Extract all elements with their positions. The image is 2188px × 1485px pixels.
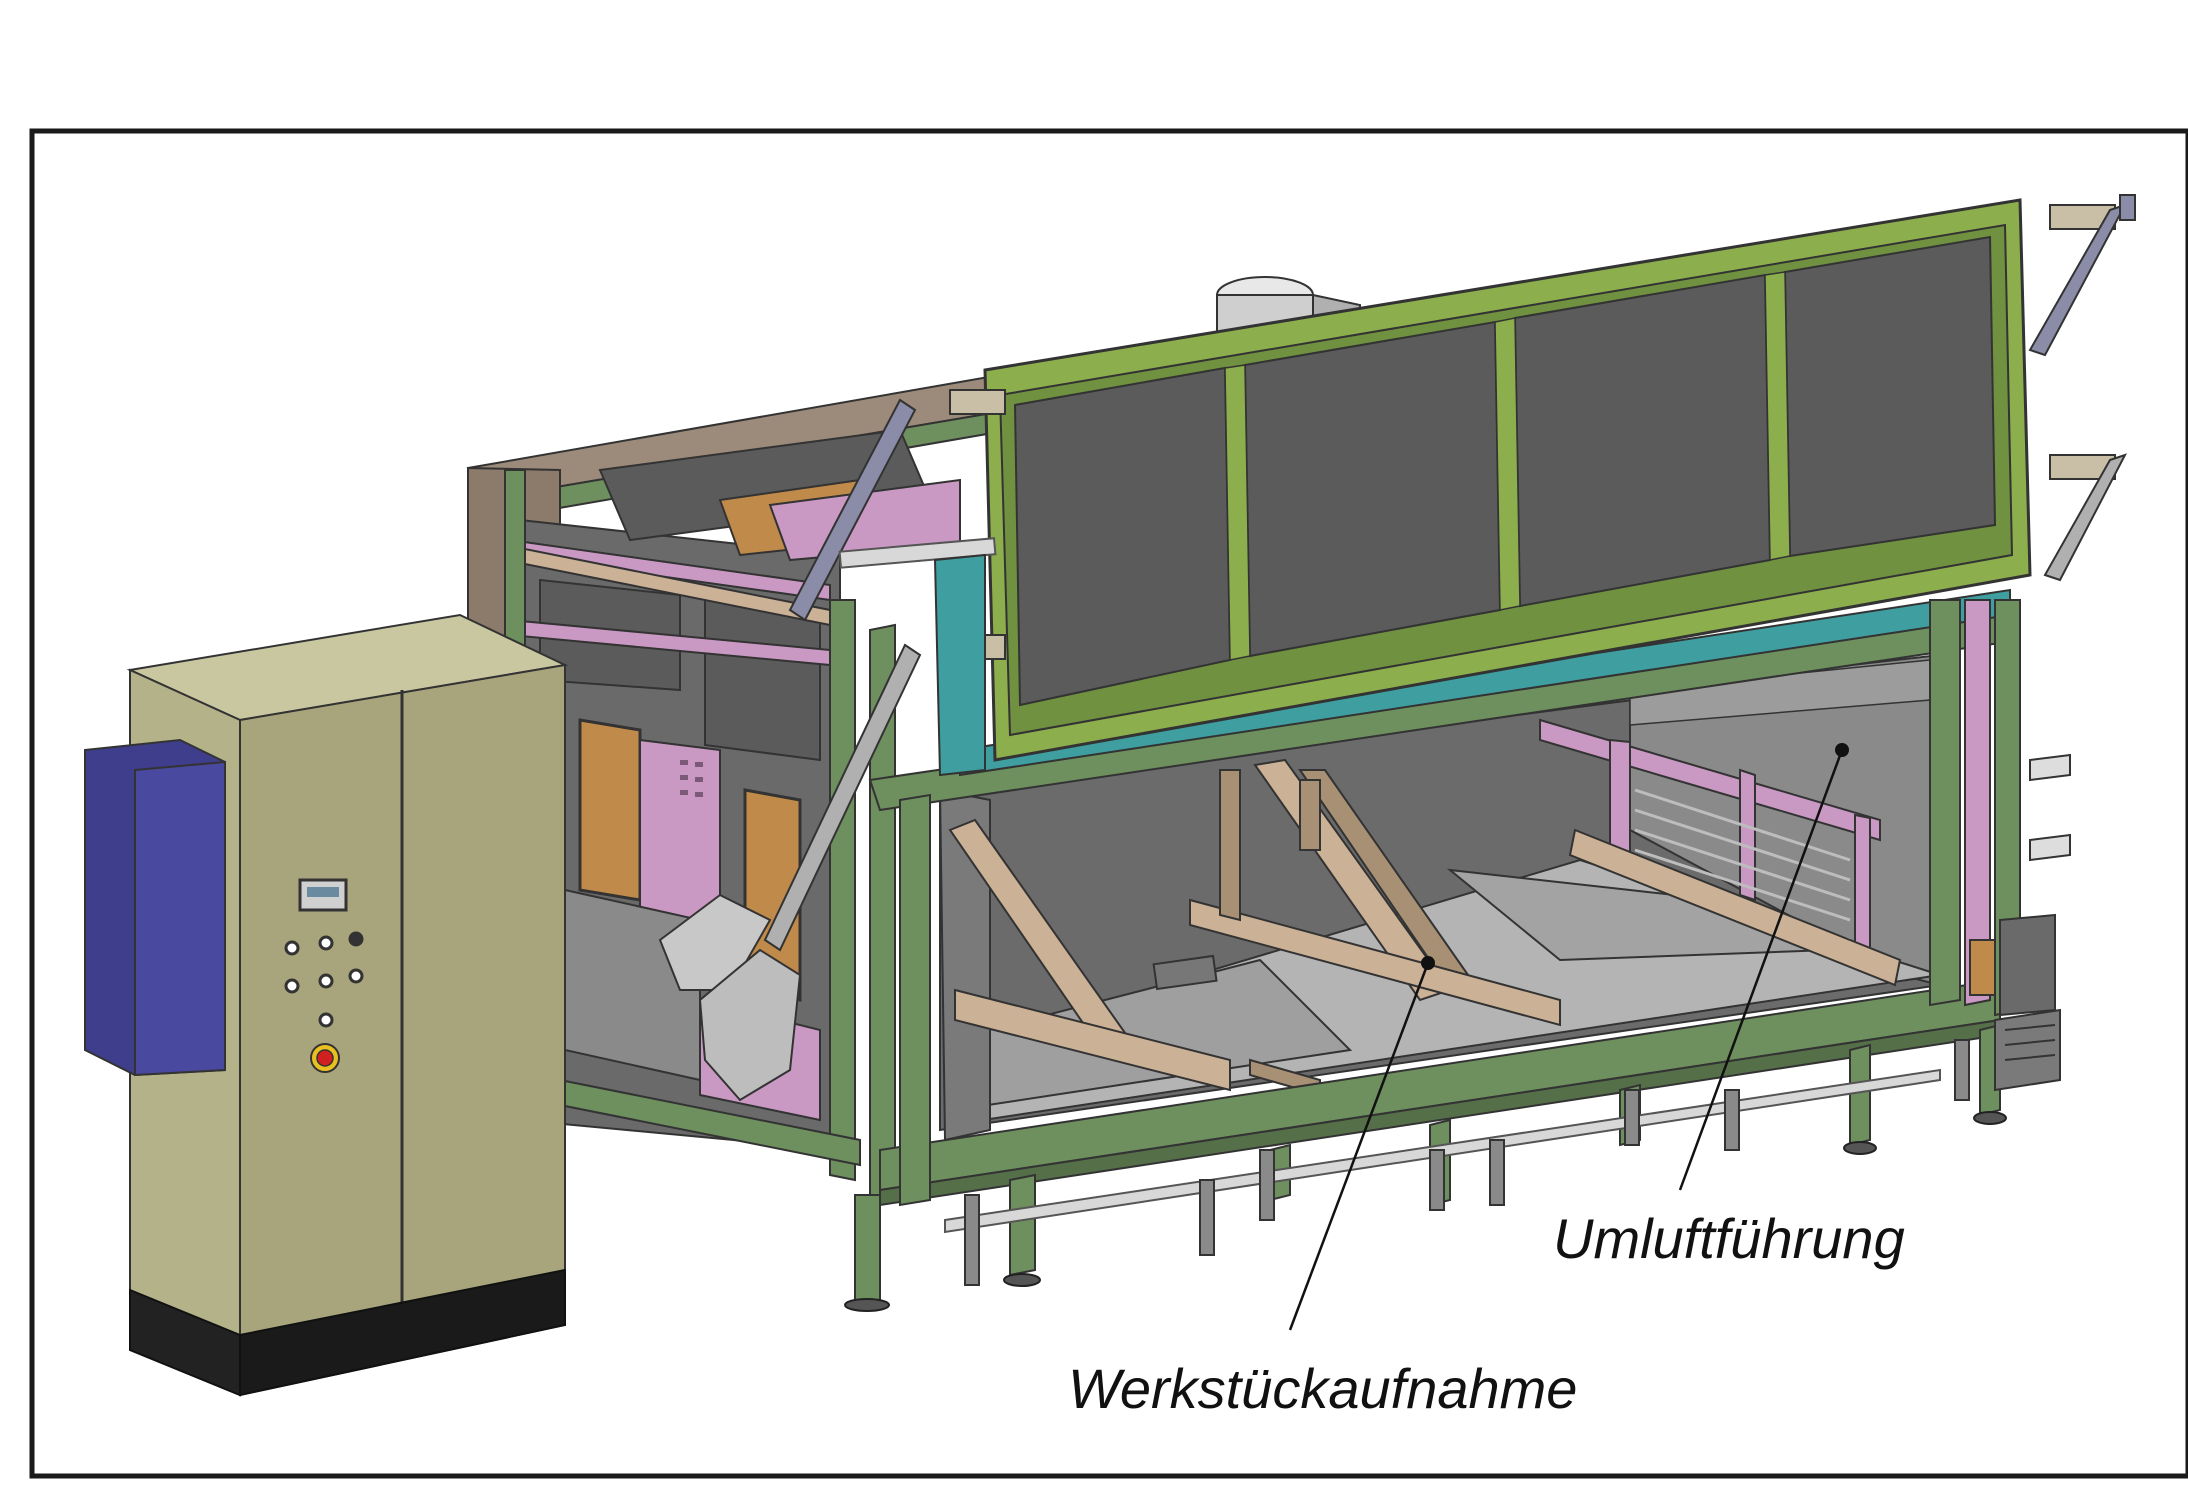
leader-line-air-circulation <box>1678 749 1844 1191</box>
lid-actuators <box>658 398 997 1102</box>
machine-frame-back <box>466 373 1012 1202</box>
leader-line-workpiece-holder <box>1288 962 1430 1331</box>
annotation-leaders <box>1288 743 1849 1331</box>
control-cabinet <box>84 613 569 1397</box>
label-workpiece-holder: Werkstückaufnahme <box>1068 1357 1577 1420</box>
machine-lid <box>949 194 2136 762</box>
chamber-interior <box>938 653 1941 1142</box>
machine-frame-front <box>844 588 2071 1312</box>
label-air-circulation: Umluftführung <box>1553 1207 1905 1270</box>
leader-dot-workpiece-holder <box>1421 956 1435 970</box>
leader-dot-air-circulation <box>1835 743 1849 757</box>
emergency-stop-icon <box>310 1043 340 1073</box>
indicator-lamp-icon <box>284 931 364 1028</box>
